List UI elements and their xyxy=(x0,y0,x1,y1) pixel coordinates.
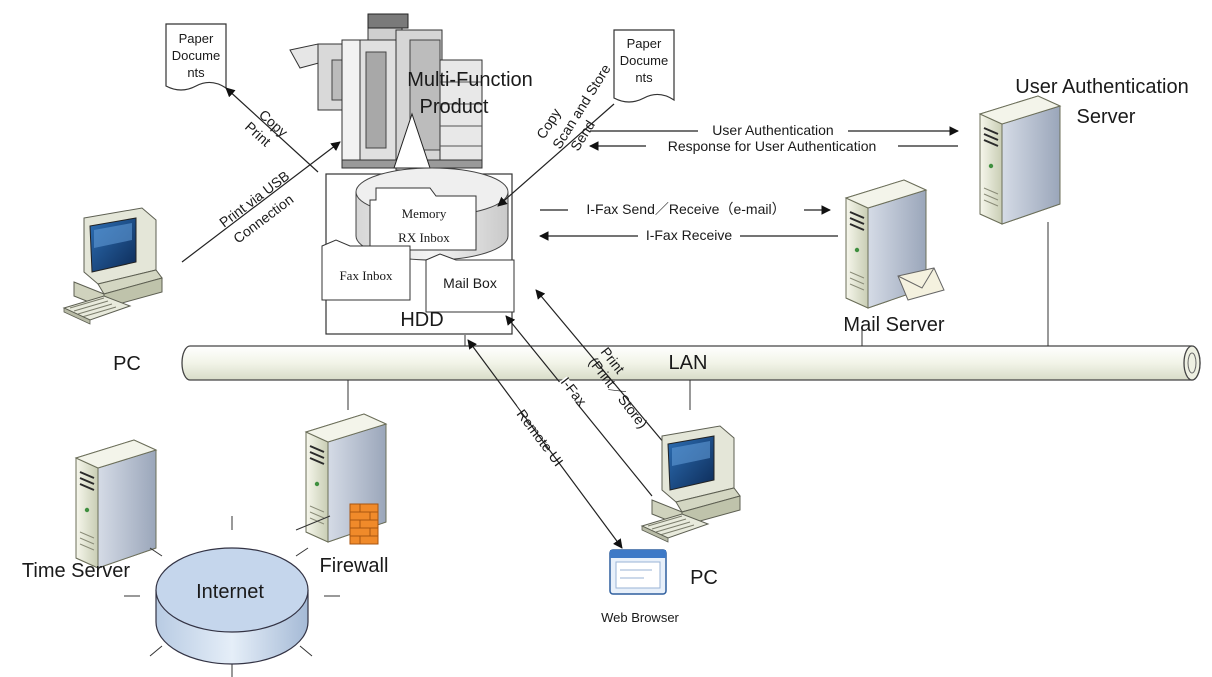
rx-inbox-label: RX Inbox xyxy=(398,230,450,245)
lan-bus: LAN xyxy=(181,345,1201,381)
internet-label: Internet xyxy=(196,581,264,603)
fax-inbox-label: Fax Inbox xyxy=(339,268,393,283)
lan-label: LAN xyxy=(669,352,708,374)
pc-left-label: PC xyxy=(113,353,141,375)
internet-icon: Internet xyxy=(124,516,340,677)
envelope-icon xyxy=(897,267,945,301)
paper-docs-left-line2: Docume xyxy=(172,48,220,63)
paper-docs-right-line2: Docume xyxy=(620,53,668,68)
mfp-title-line2: Product xyxy=(420,96,489,118)
mfp-printer-icon xyxy=(289,13,483,171)
time-server-icon xyxy=(75,439,157,569)
memory-rx-inbox-folder: Memory RX Inbox xyxy=(369,187,477,251)
mail-server-icon xyxy=(845,179,945,309)
pc-left-icon xyxy=(63,207,163,325)
paper-docs-right-line1: Paper xyxy=(627,36,662,51)
firewall-label: Firewall xyxy=(320,555,389,577)
memory-label: Memory xyxy=(402,206,447,221)
user-auth-server-line2: Server xyxy=(1077,106,1136,128)
ifax-send-receive-label: I-Fax Send／Receive（e-mail） xyxy=(586,201,785,217)
mail-box-label: Mail Box xyxy=(443,275,497,291)
remote-ui-arrow xyxy=(467,339,623,549)
pc-right-label: PC xyxy=(690,567,718,589)
paper-documents-left-icon: Paper Docume nts xyxy=(165,23,227,91)
fax-inbox-folder: Fax Inbox xyxy=(321,239,411,301)
mfp-title-line1: Multi-Function xyxy=(407,69,533,91)
firewall-icon xyxy=(305,413,387,545)
hdd-box: Memory RX Inbox Fax Inbox Mail Box HDD xyxy=(321,167,515,335)
copy-print-arrow xyxy=(225,87,319,173)
print-usb-arrow xyxy=(181,141,341,263)
ifax-receive-label: I-Fax Receive xyxy=(646,227,733,243)
user-auth-label: User Authentication xyxy=(712,122,833,138)
hdd-label: HDD xyxy=(400,309,443,331)
paper-docs-right-line3: nts xyxy=(635,70,653,85)
pc-right-icon xyxy=(641,425,741,543)
response-auth-label: Response for User Authentication xyxy=(668,138,877,154)
user-auth-server-icon xyxy=(979,95,1061,225)
scan-store-arrow xyxy=(497,103,615,207)
paper-docs-left-line1: Paper xyxy=(179,31,214,46)
mail-box-folder: Mail Box xyxy=(425,253,515,313)
brick-wall-icon xyxy=(349,503,379,545)
mail-server-label: Mail Server xyxy=(843,314,944,336)
web-browser-label: Web Browser xyxy=(601,610,679,625)
time-server-label: Time Server xyxy=(22,560,131,582)
user-auth-server-line1: User Authentication xyxy=(1015,76,1188,98)
paper-docs-left-line3: nts xyxy=(187,65,205,80)
web-browser-icon xyxy=(609,549,667,595)
paper-documents-right-icon: Paper Docume nts xyxy=(613,29,675,103)
